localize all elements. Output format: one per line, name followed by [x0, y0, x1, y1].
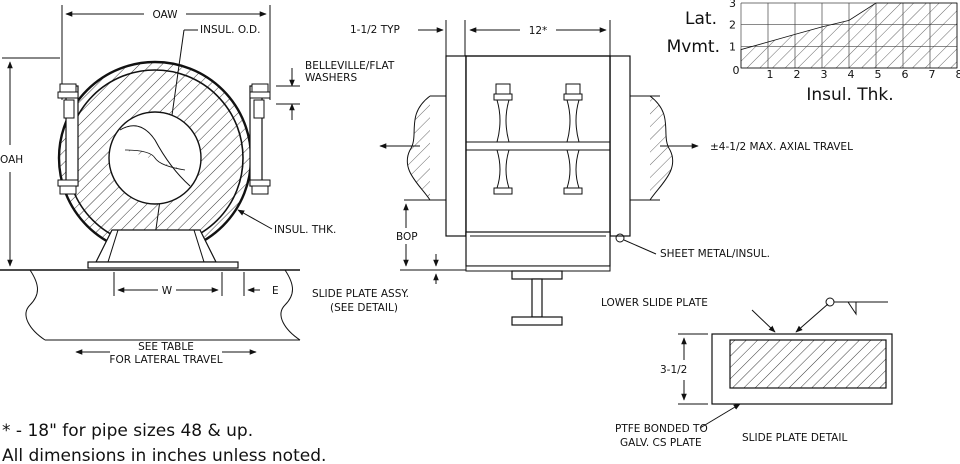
slide-plate-detail: LOWER SLIDE PLATE 3-1/2 PTFE BONDED TO G…	[601, 297, 893, 449]
pipe-section-curve	[119, 125, 191, 187]
see-table-line2: FOR LATERAL TRAVEL	[109, 354, 222, 366]
pipe-break-right	[649, 95, 674, 201]
clamp-body	[465, 55, 611, 237]
beam-break-left	[25, 269, 46, 341]
bolt-washer-left-bottom	[59, 185, 77, 195]
shoe-side	[465, 231, 611, 267]
detail-title: SLIDE PLATE DETAIL	[742, 432, 847, 444]
slide-plate-front	[87, 261, 239, 269]
shoe-rib-left	[107, 229, 119, 263]
oah-label: OAH	[0, 154, 23, 166]
washers-label-line1: BELLEVILLE/FLAT	[305, 60, 395, 72]
bolt-washer-left-top	[59, 83, 77, 93]
chart-x-tick-label: 8	[956, 68, 960, 81]
bop-label: BOP	[396, 231, 418, 243]
slide-plate-side	[465, 265, 611, 272]
insul-thk-label: INSUL. THK.	[274, 224, 336, 236]
insul-od-label: INSUL. O.D.	[200, 24, 260, 36]
chart-ylabel-line2: Mvmt.	[667, 37, 720, 57]
slide-plate-label-line1: SLIDE PLATE ASSY.	[312, 288, 409, 300]
oaw-label: OAW	[152, 9, 178, 21]
lower-slide-plate-leader	[751, 309, 776, 333]
slide-plate-label-line2: (SEE DETAIL)	[330, 302, 398, 314]
see-table-line1: SEE TABLE	[138, 341, 194, 353]
clamp-end-right	[609, 55, 631, 237]
ptfe-label-line2: GALV. CS PLATE	[620, 437, 702, 449]
chart-x-tick-label: 4	[848, 68, 855, 81]
chart-x-tick-label: 2	[794, 68, 801, 81]
bolt-nut-right-top	[249, 91, 271, 99]
chart-origin-label: 0	[733, 64, 740, 77]
side-view: 1-1/2 TYP 12*	[312, 20, 853, 326]
bolt-nut-left-bottom	[57, 179, 79, 187]
bolt-washer-right-bottom	[251, 185, 269, 195]
chart-xlabel: Insul. Thk.	[806, 85, 893, 105]
chart-y-tick-label: 1	[729, 40, 736, 53]
shoe-rib-right	[193, 229, 205, 263]
chart-x-tick-label: 7	[929, 68, 936, 81]
bolt-nut-right-bottom	[249, 179, 271, 187]
chart-ticks: 1 2 3 4 5 6 7 8 1 2 3	[729, 0, 960, 81]
sheet-metal-marker	[615, 233, 625, 243]
ptfe-label-line1: PTFE BONDED TO	[615, 423, 708, 435]
note-pipe-size: * - 18" for pipe sizes 48 & up.	[2, 421, 253, 441]
w-label: W	[162, 285, 173, 297]
chart-x-tick-label: 1	[767, 68, 774, 81]
bolt-left	[493, 83, 513, 195]
sheet-metal-leader	[623, 239, 657, 255]
detail-ptfe-layer	[729, 339, 887, 389]
bolt-washer-right-top	[251, 83, 269, 93]
insul-thk-leader	[237, 209, 273, 230]
pipe-break-left	[406, 95, 431, 201]
chart-x-tick-label: 6	[902, 68, 909, 81]
bolt-spring-left-top	[63, 99, 75, 119]
front-view: OAW INSUL. O.D. BELLEVILLE/FLAT WASHERS	[0, 5, 395, 366]
chart-area-series	[740, 2, 958, 69]
chart-ylabel-line1: Lat.	[685, 9, 717, 29]
ptfe-leader	[699, 403, 741, 429]
bolt-nut-left-top	[57, 91, 79, 99]
chart-y-tick-label: 3	[729, 0, 736, 10]
weld-symbol-circle	[825, 297, 835, 307]
chart-x-tick-label: 3	[821, 68, 828, 81]
lateral-movement-chart: Lat. Mvmt. Insul. Thk. 1 2 3 4 5 6 7 8 1 2 3 0	[667, 0, 960, 105]
pipe-section-hatch	[124, 149, 186, 171]
sheet-metal-label: SHEET METAL/INSUL.	[660, 248, 770, 260]
height-label: 3-1/2	[660, 364, 687, 376]
note-dimensions: All dimensions in inches unless noted.	[2, 446, 326, 464]
bolt-spring-right-top	[253, 99, 265, 119]
beam-break-right	[280, 269, 301, 341]
lower-slide-plate-label: LOWER SLIDE PLATE	[601, 297, 708, 309]
weld-fillet-symbol	[847, 301, 857, 316]
bolt-right	[563, 83, 583, 195]
typ-label: 1-1/2 TYP	[350, 24, 400, 36]
weld-leader	[795, 303, 829, 333]
chart-area-fill	[740, 2, 958, 69]
e-label: E	[272, 285, 279, 297]
axial-travel-label: ±4-1/2 MAX. AXIAL TRAVEL	[710, 141, 853, 153]
i-beam	[511, 270, 563, 326]
clamp-end-left	[445, 55, 467, 237]
chart-y-tick-label: 2	[729, 19, 736, 32]
washers-label-line2: WASHERS	[305, 72, 357, 84]
length-label: 12*	[529, 25, 548, 37]
chart-x-tick-label: 5	[875, 68, 882, 81]
shoe-base	[95, 229, 217, 263]
